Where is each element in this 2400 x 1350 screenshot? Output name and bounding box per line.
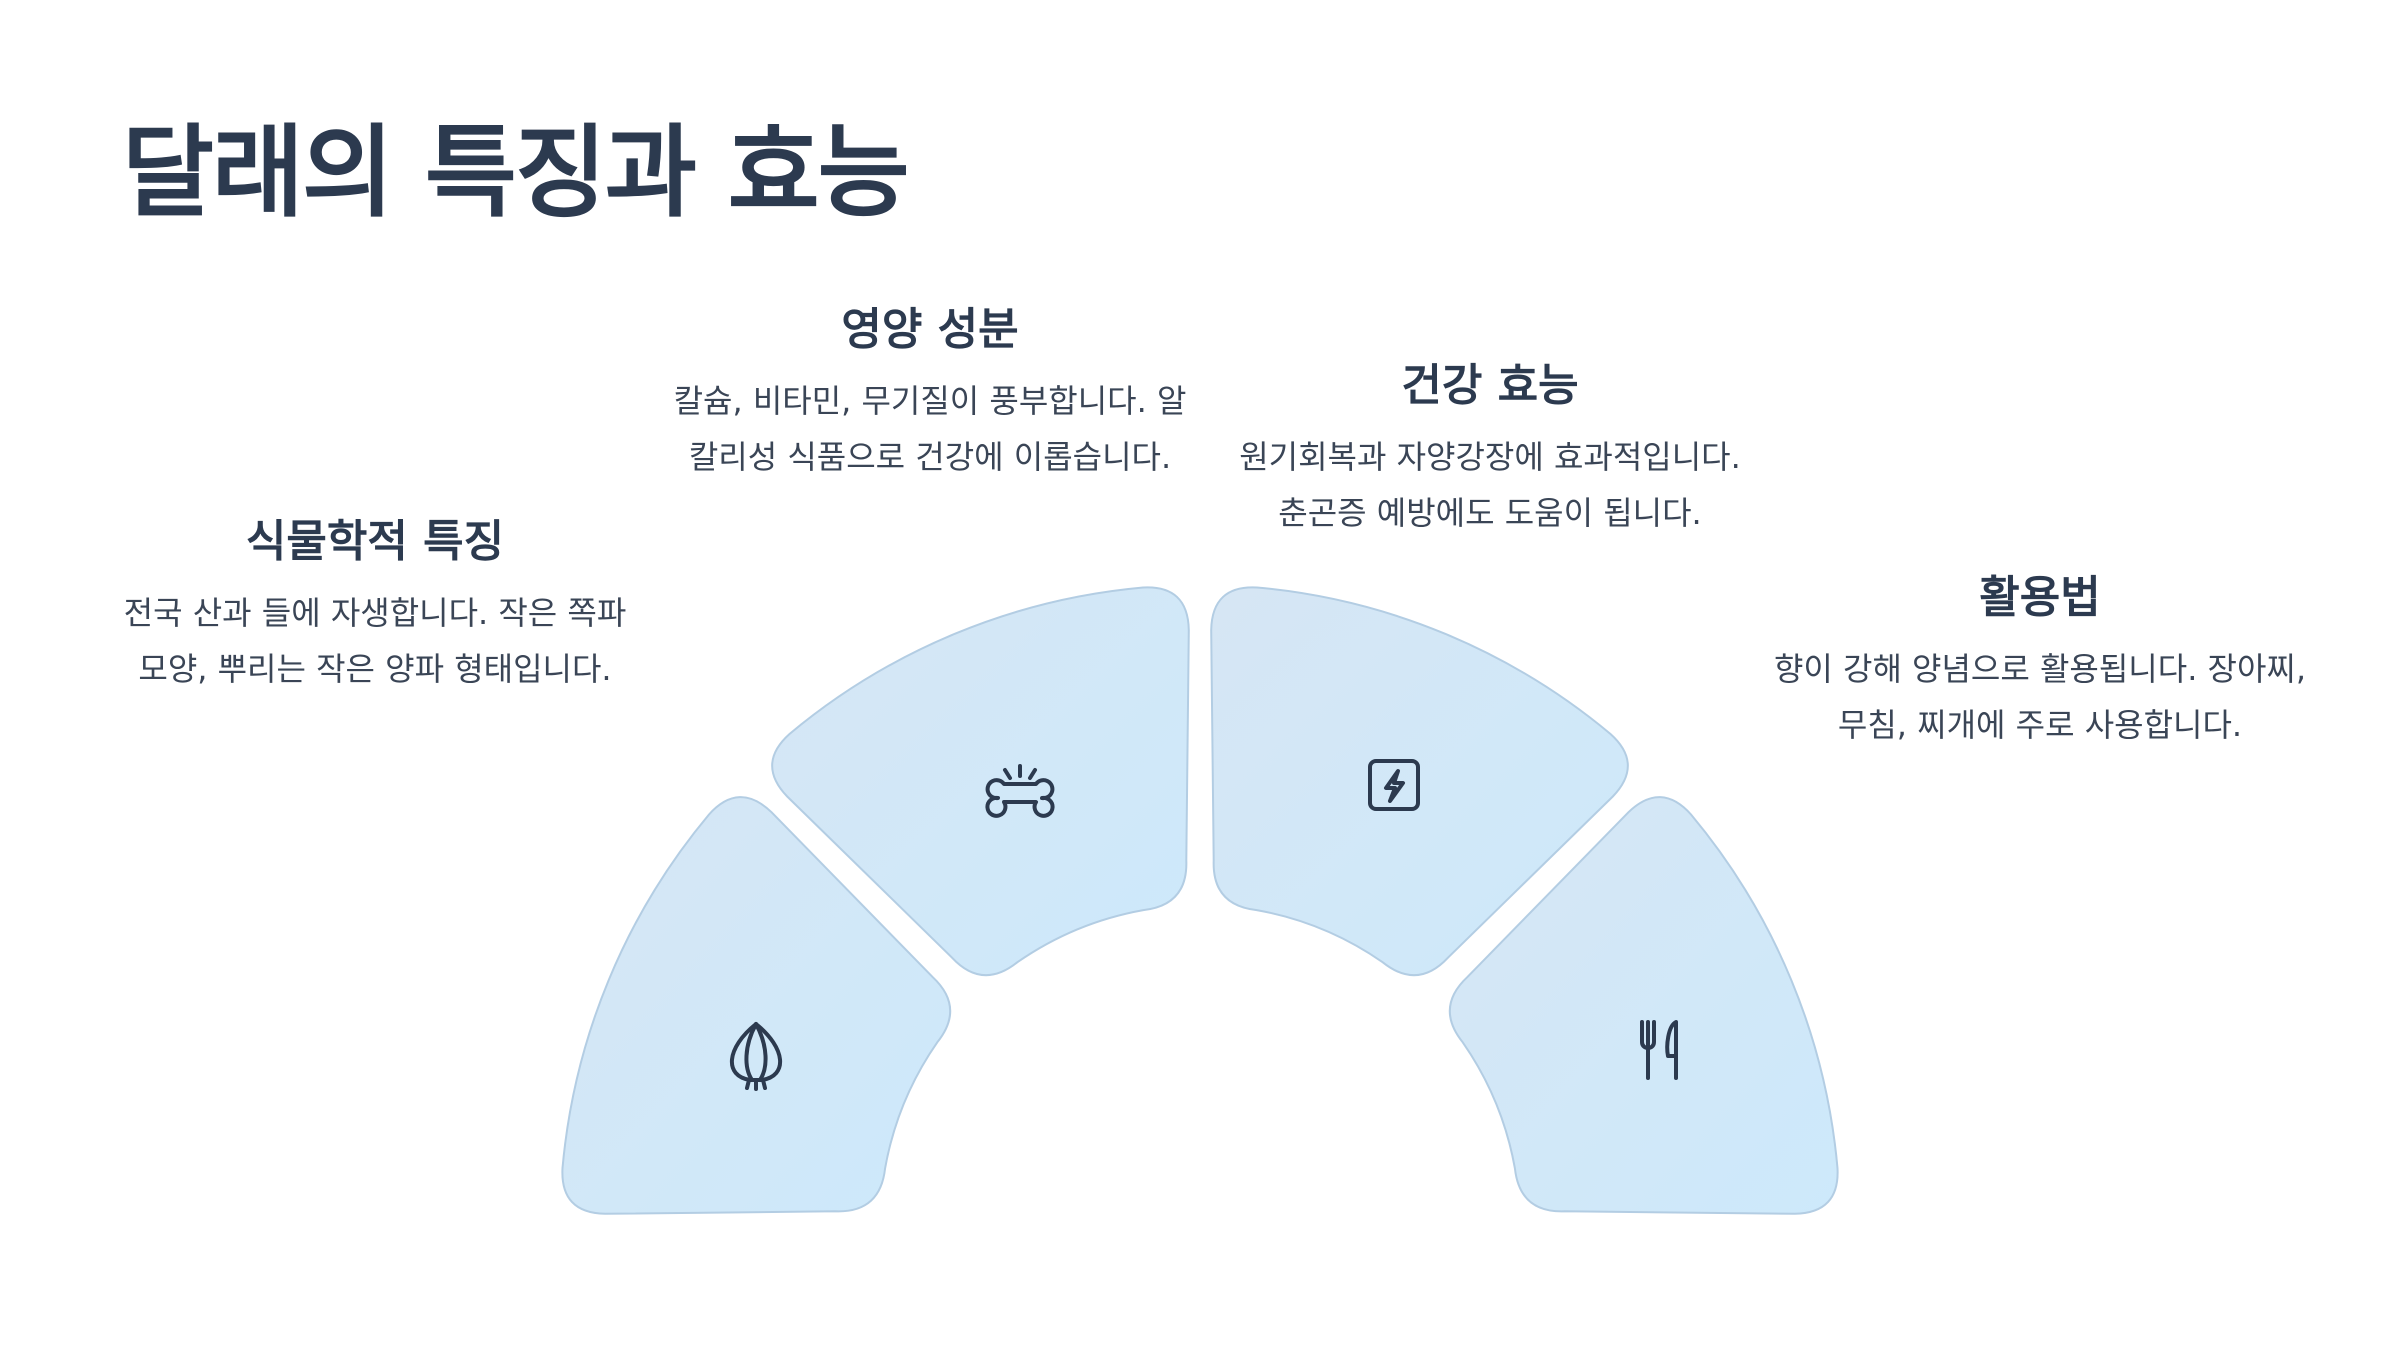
- section-heading: 건강 효능: [1401, 360, 1579, 411]
- garlic-bulb-icon: [730, 1022, 782, 1091]
- section-heading: 식물학적 특징: [245, 516, 505, 567]
- section-heading: 활용법: [1979, 572, 2101, 623]
- section-heading: 영양 성분: [841, 304, 1019, 355]
- bone-icon: [985, 764, 1055, 818]
- lightning-square-icon: [1368, 759, 1420, 811]
- section-body: 전국 산과 들에 자생합니다. 작은 쪽파 모양, 뿌리는 작은 양파 형태입니…: [123, 594, 627, 688]
- fork-knife-icon: [1640, 1020, 1678, 1080]
- segment-usage: [1448, 796, 1839, 1215]
- section-health: 건강 효능 원기회복과 자양강장에 효과적입니다. 춘곤증 예방에도 도움이 됩…: [1220, 358, 1760, 541]
- segment-botanical: [561, 796, 952, 1215]
- section-usage: 활용법 향이 강해 양념으로 활용됩니다. 장아찌, 무침, 찌개에 주로 사용…: [1770, 570, 2310, 753]
- section-body: 칼슘, 비타민, 무기질이 풍부합니다. 알칼리성 식품으로 건강에 이롭습니다…: [673, 382, 1187, 476]
- section-botanical: 식물학적 특징 전국 산과 들에 자생합니다. 작은 쪽파 모양, 뿌리는 작은…: [115, 514, 635, 697]
- section-nutrition: 영양 성분 칼슘, 비타민, 무기질이 풍부합니다. 알칼리성 식품으로 건강에…: [660, 302, 1200, 485]
- segments-group: [561, 586, 1839, 1215]
- section-body: 향이 강해 양념으로 활용됩니다. 장아찌, 무침, 찌개에 주로 사용합니다.: [1773, 650, 2307, 744]
- segment-nutrition: [771, 586, 1190, 977]
- page-title: 달래의 특징과 효능: [122, 114, 910, 231]
- section-body: 원기회복과 자양강장에 효과적입니다. 춘곤증 예방에도 도움이 됩니다.: [1239, 438, 1741, 532]
